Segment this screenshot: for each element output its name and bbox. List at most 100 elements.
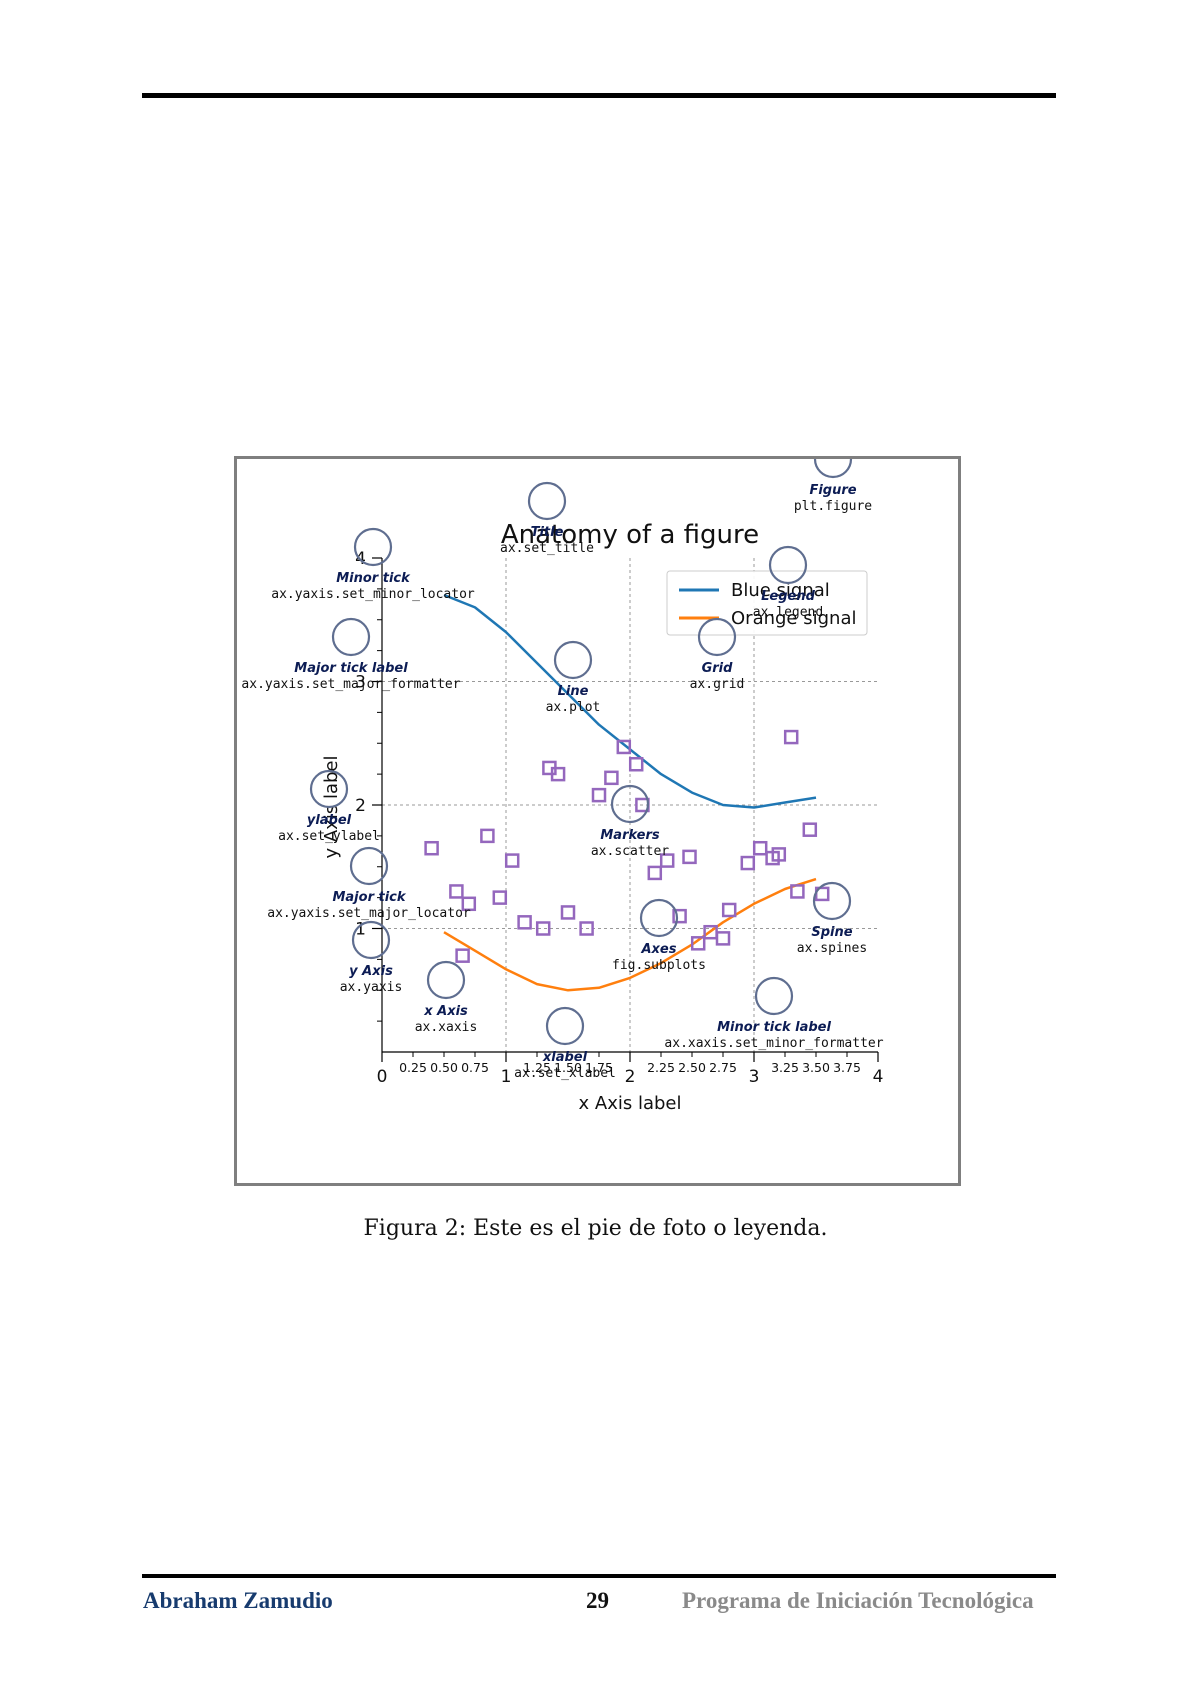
orange-signal-line [443, 877, 817, 992]
scatter-marker [740, 855, 756, 871]
scatter-marker [790, 884, 805, 899]
x-minor-tick-label: 2.25 [647, 1060, 675, 1075]
scatter-marker [647, 865, 663, 881]
annotation-title: Grid [702, 661, 734, 676]
annotation-title: Legend [761, 589, 815, 604]
x-minor-tick-label: 1.75 [585, 1060, 613, 1075]
annotation-title: Figure [809, 483, 856, 498]
y-major-tick-label: 2 [355, 796, 366, 816]
annotation-code: fig.subplots [612, 958, 706, 973]
annotation-code: ax.xaxis [415, 1020, 478, 1035]
legend-label-orange: Orange signal [731, 608, 856, 629]
annotation-title: y Axis [349, 964, 393, 979]
scatter-marker [659, 853, 675, 868]
scatter-marker [424, 840, 439, 856]
header-rule [142, 93, 1056, 98]
annotation-circle [331, 617, 371, 657]
annotation-circle [309, 769, 349, 809]
x-major-tick-label: 0 [377, 1067, 388, 1087]
scatter-marker [682, 849, 697, 865]
annotation-circle [697, 617, 737, 657]
annotation-code: ax.xaxis.set_minor_formatter [664, 1036, 883, 1051]
x-minor-tick-label: 3.75 [833, 1060, 861, 1075]
x-minor-tick-label: 2.50 [678, 1060, 706, 1075]
x-minor-tick-label: 0.25 [399, 1060, 427, 1075]
x-major-tick-label: 2 [625, 1067, 636, 1087]
scatter-marker [461, 896, 477, 912]
grid [382, 558, 878, 1052]
scatter-marker [783, 729, 799, 745]
annotation-title: ylabel [307, 813, 352, 828]
annotation-code: ax.yaxis [340, 980, 403, 995]
annotation-circle [351, 920, 391, 960]
annotation-circle [349, 846, 389, 886]
scatter-marker [771, 847, 787, 862]
scatter-marker [628, 756, 644, 772]
annotation-code: ax.yaxis.set_major_locator [267, 906, 471, 921]
annotation-title: Major tick label [294, 661, 408, 676]
annotation-circle [639, 898, 679, 938]
x-major-tick-label: 3 [749, 1067, 760, 1087]
scatter-marker [690, 936, 706, 951]
annotation-circle [813, 459, 853, 479]
x-minor-tick-label: 0.50 [430, 1060, 458, 1075]
annotation-title: Major tick [332, 890, 406, 905]
series [424, 593, 830, 992]
annotation-circle [426, 960, 466, 1000]
scatter-marker [672, 908, 687, 924]
scatter-marker [802, 822, 818, 837]
scatter-marker [535, 921, 551, 936]
scatter-marker [721, 902, 737, 918]
x-minor-tick-label: 3.50 [802, 1060, 830, 1075]
annotation-circle [545, 1006, 585, 1046]
annotation-code: ax.spines [797, 941, 867, 956]
scatter-marker [560, 905, 576, 920]
annotation-title: Line [558, 684, 589, 699]
annotation-code: ax.plot [546, 700, 601, 715]
annotation-circle [812, 881, 852, 921]
scatter-marker [455, 948, 470, 963]
x-minor-tick-label: 2.75 [709, 1060, 737, 1075]
annotation-title: Minor tick [336, 571, 411, 586]
footer-program: Programa de Iniciación Tecnológica [682, 1588, 1034, 1613]
scatter-marker [550, 766, 566, 782]
annotation-circle [768, 545, 808, 585]
x-axis-label: x Axis label [579, 1093, 682, 1114]
x-major-tick-label: 4 [873, 1067, 884, 1087]
scatter-marker [616, 739, 632, 755]
annotation-title: Minor tick label [717, 1020, 831, 1035]
scatter-marker [517, 915, 532, 930]
scatter-marker [715, 931, 731, 946]
x-minor-tick-label: 0.75 [461, 1060, 489, 1075]
scatter-marker [504, 853, 520, 868]
annotation-title: x Axis [423, 1004, 468, 1019]
annotation-title: Axes [640, 942, 676, 957]
y-major-tick-label: 1 [355, 920, 366, 940]
scatter-marker [579, 921, 594, 936]
annotation-title: Spine [811, 925, 852, 940]
x-major-tick-label: 1 [501, 1067, 512, 1087]
scatter-marker [604, 770, 619, 786]
annotation-minor-tick-label: Minor tick labelax.xaxis.set_minor_forma… [664, 976, 884, 1051]
chart-title: Anatomy of a figure [501, 520, 759, 550]
annotation-code: plt.figure [794, 499, 872, 514]
scatter-marker [480, 828, 495, 844]
x-minor-tick-label: 3.25 [771, 1060, 799, 1075]
figure-caption: Figura 2: Este es el pie de foto o leyen… [363, 1216, 828, 1241]
scatter-marker [492, 890, 508, 905]
annotation-code: ax.legend [753, 605, 823, 620]
annotation-code: ax.grid [690, 677, 745, 692]
annotation-circle [527, 481, 567, 521]
y-major-tick-label: 3 [355, 673, 366, 693]
footer-author: Abraham Zamudio [143, 1588, 333, 1613]
